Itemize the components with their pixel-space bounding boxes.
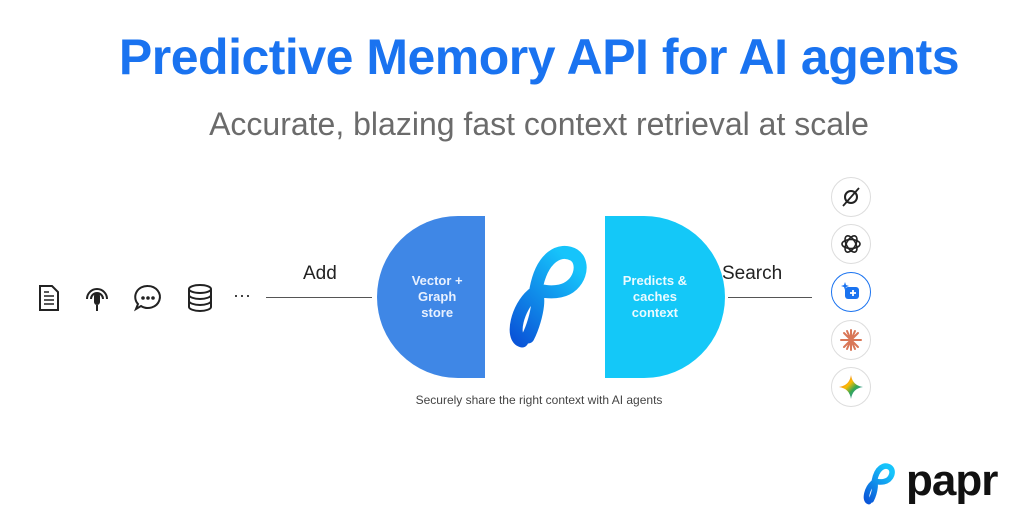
- papr-brand-logo-icon: [863, 463, 895, 505]
- right-text-line: caches: [632, 289, 677, 304]
- perplexity-like-icon: [831, 177, 871, 217]
- chat-bubble-icon: [133, 284, 161, 312]
- ellipsis-icon: ···: [233, 285, 251, 305]
- left-text-line: Vector +: [411, 273, 463, 288]
- gemini-icon: [831, 367, 871, 407]
- add-label: Add: [303, 263, 337, 284]
- podcast-mic-icon: [86, 288, 108, 311]
- papr-logo-icon: [509, 245, 587, 348]
- search-label: Search: [722, 263, 783, 284]
- add-connector-line: [266, 297, 372, 298]
- right-text-line: context: [631, 305, 679, 320]
- database-icon: [188, 284, 212, 313]
- left-text-line: Graph: [418, 289, 457, 304]
- document-icon: [39, 285, 59, 311]
- right-text-line: Predicts &: [622, 273, 688, 288]
- brand-name: papr: [906, 456, 998, 505]
- pill-caption: Securely share the right context with AI…: [415, 393, 663, 407]
- page-subtitle: Accurate, blazing fast context retrieval…: [209, 106, 869, 142]
- page-title: Predictive Memory API for AI agents: [118, 29, 960, 85]
- papr-logo-section: [485, 216, 605, 378]
- copilot-icon: [831, 272, 871, 312]
- search-connector-line: [728, 297, 812, 298]
- claude-icon: [831, 320, 871, 360]
- openai-icon: [831, 224, 871, 264]
- left-text-line: store: [421, 305, 454, 320]
